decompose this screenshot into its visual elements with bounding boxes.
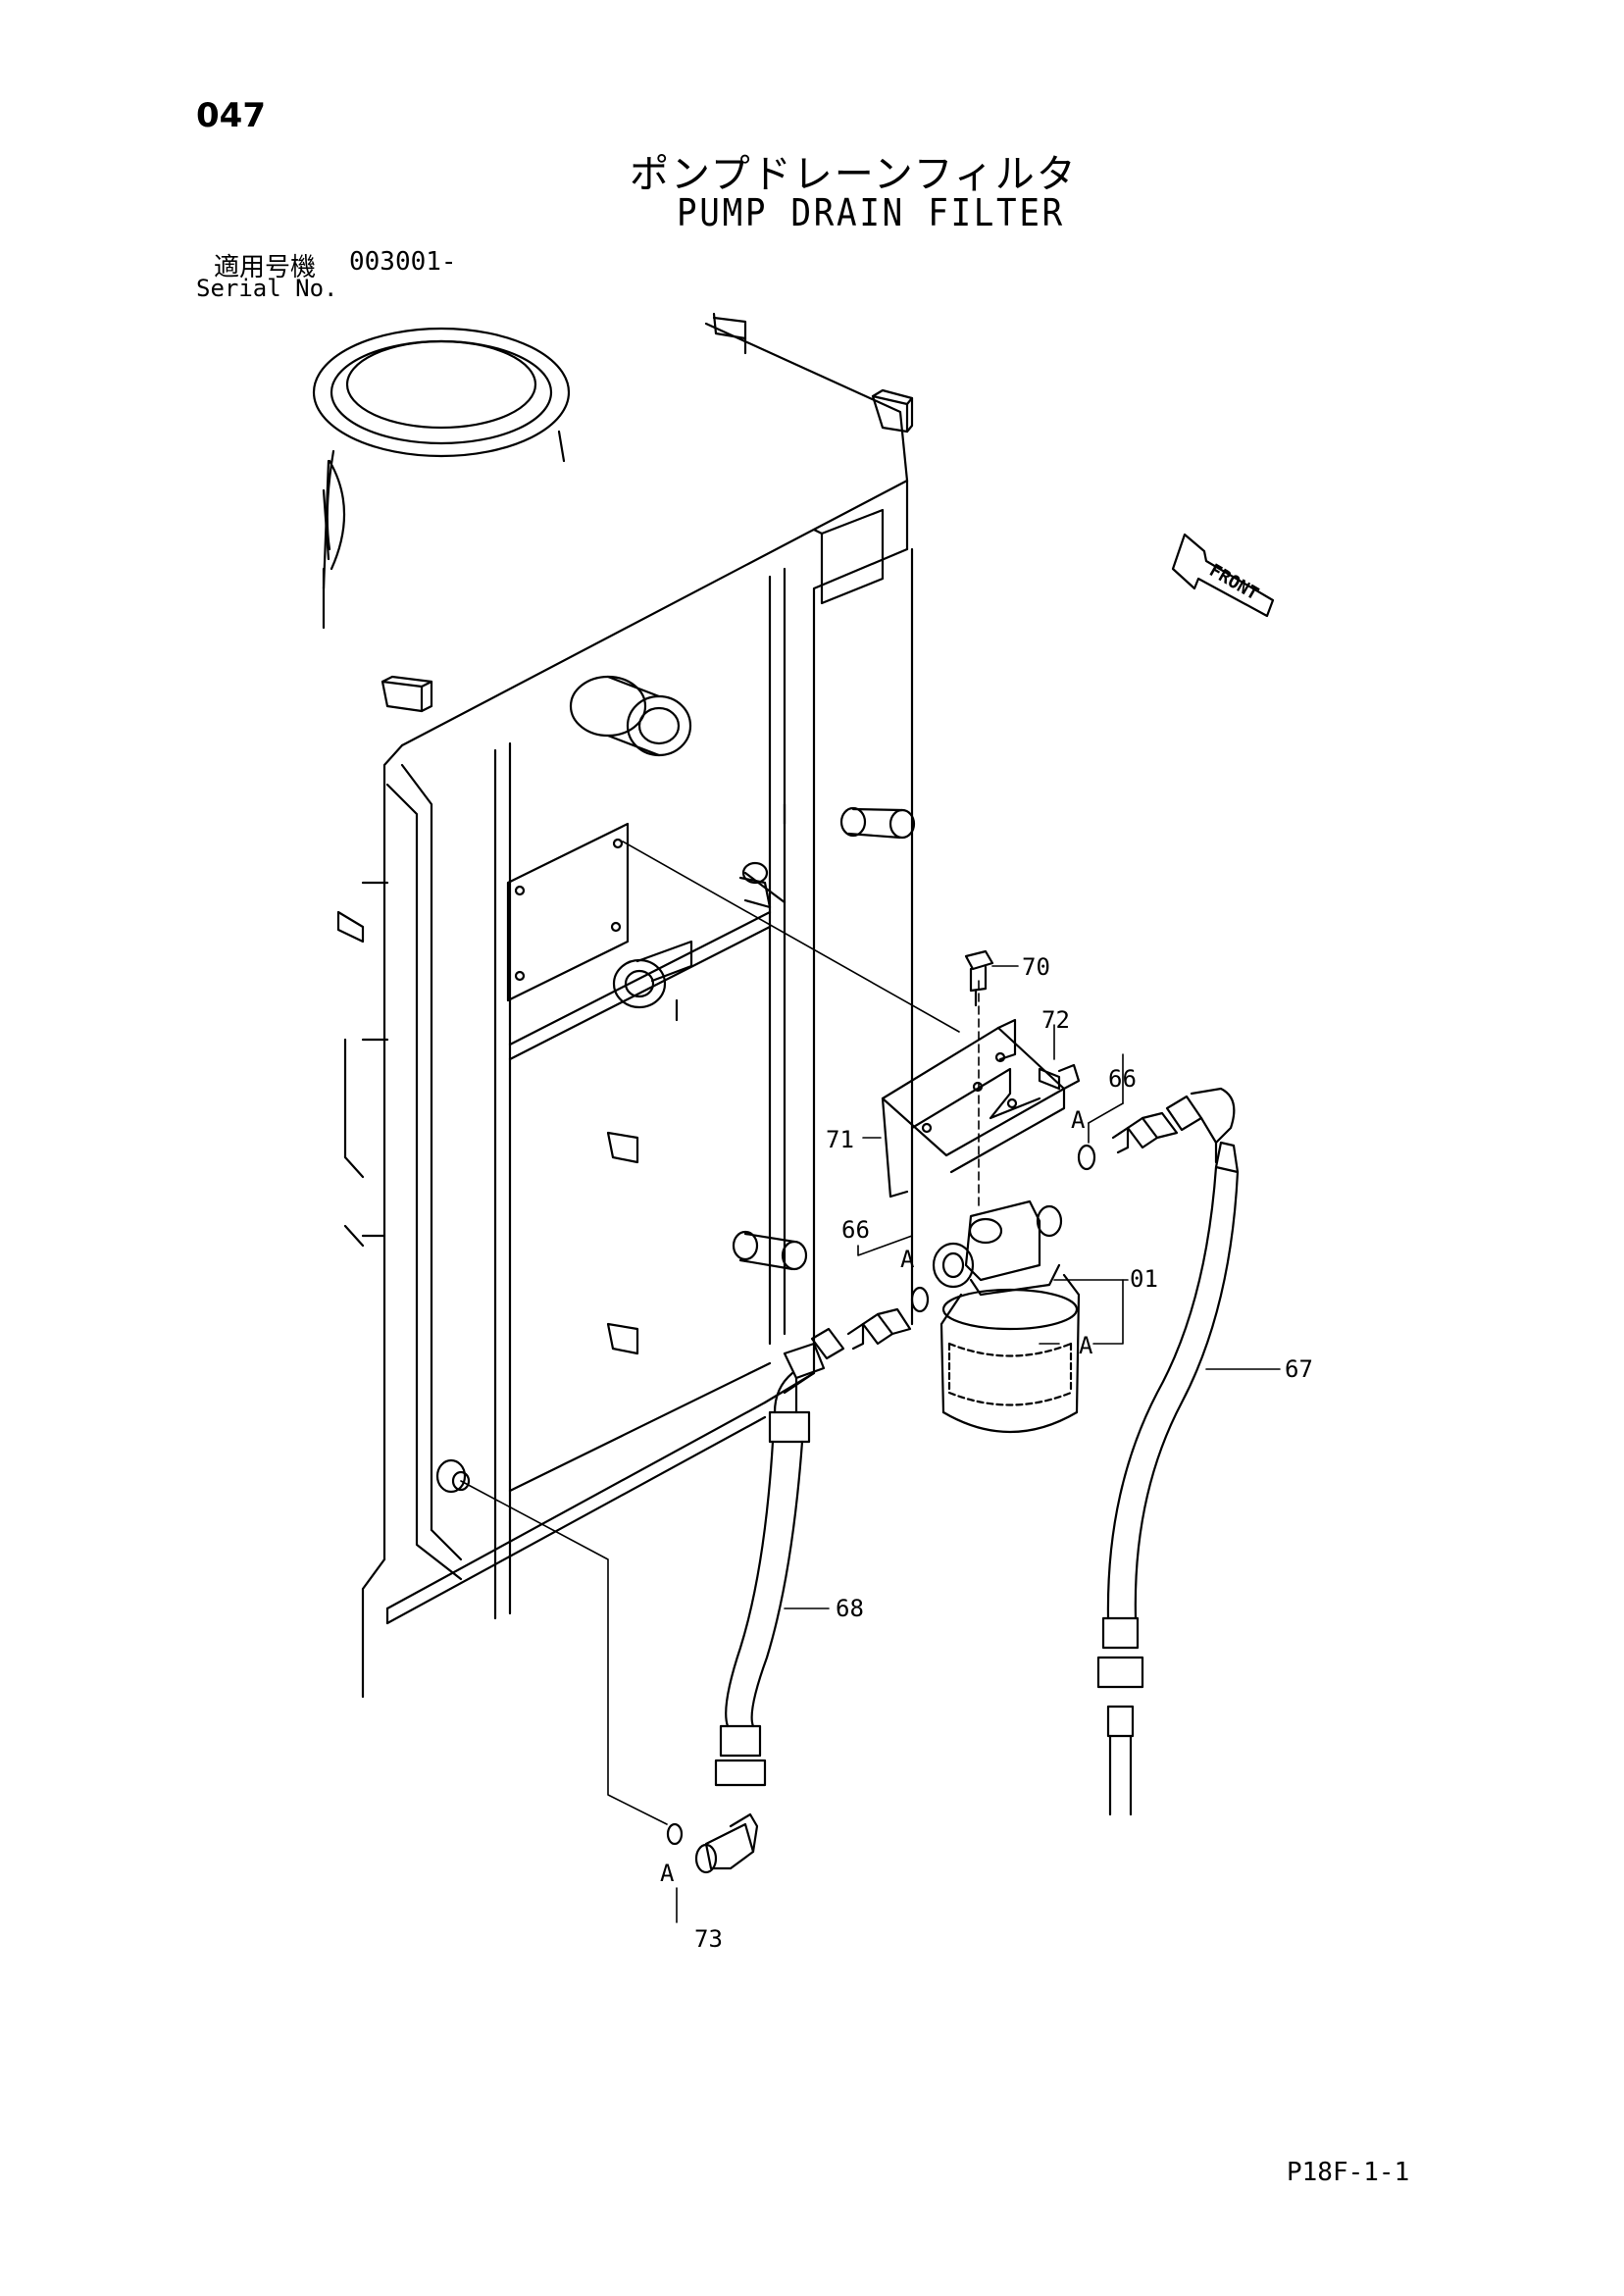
bolt-70 [964, 949, 994, 1007]
bolt-72 [1038, 1063, 1081, 1091]
page-number: 047 [196, 96, 266, 135]
hydraulic-tank [312, 312, 914, 1699]
serial-label-english: Serial No. [196, 275, 338, 302]
adapter-66-left [846, 1286, 930, 1351]
tank-mount-plate [506, 822, 630, 1002]
adapter-66-right [1077, 1111, 1179, 1171]
title-japanese: ポンプドレーンフィルタ [630, 152, 1078, 197]
tank-port-boss [435, 675, 916, 1494]
filter-assembly-01 [932, 1199, 1081, 1433]
callout-66-right: 66 [1108, 1065, 1137, 1093]
title-english: PUMP DRAIN FILTER [677, 191, 1065, 234]
serial-value: 003001- [349, 247, 457, 277]
elbow-73 [666, 1812, 759, 1874]
callout-01: 01 [1130, 1265, 1158, 1293]
hose-68 [714, 1327, 845, 1787]
callout-67: 67 [1285, 1355, 1313, 1383]
callout-66-left: 66 [841, 1216, 870, 1244]
callout-73: 73 [694, 1925, 723, 1953]
callout-a-elbow: A [660, 1860, 675, 1887]
callout-71: 71 [826, 1126, 854, 1153]
page-code: P18F-1-1 [1287, 2158, 1410, 2187]
callout-68: 68 [836, 1595, 864, 1622]
callout-70: 70 [1022, 953, 1050, 981]
callout-a-right: A [1071, 1106, 1086, 1134]
front-arrow-icon: FRONT [1171, 533, 1275, 618]
callout-leaders [676, 965, 1281, 1923]
callout-a-left: A [900, 1246, 915, 1273]
callout-72: 72 [1041, 1006, 1070, 1034]
assembly-leader-lines [460, 841, 980, 1825]
serial-label-japanese: 適用号機 [214, 253, 317, 282]
callout-a-filter: A [1079, 1332, 1093, 1359]
hose-67 [1096, 1087, 1240, 1816]
bracket-71 [881, 1018, 1066, 1199]
